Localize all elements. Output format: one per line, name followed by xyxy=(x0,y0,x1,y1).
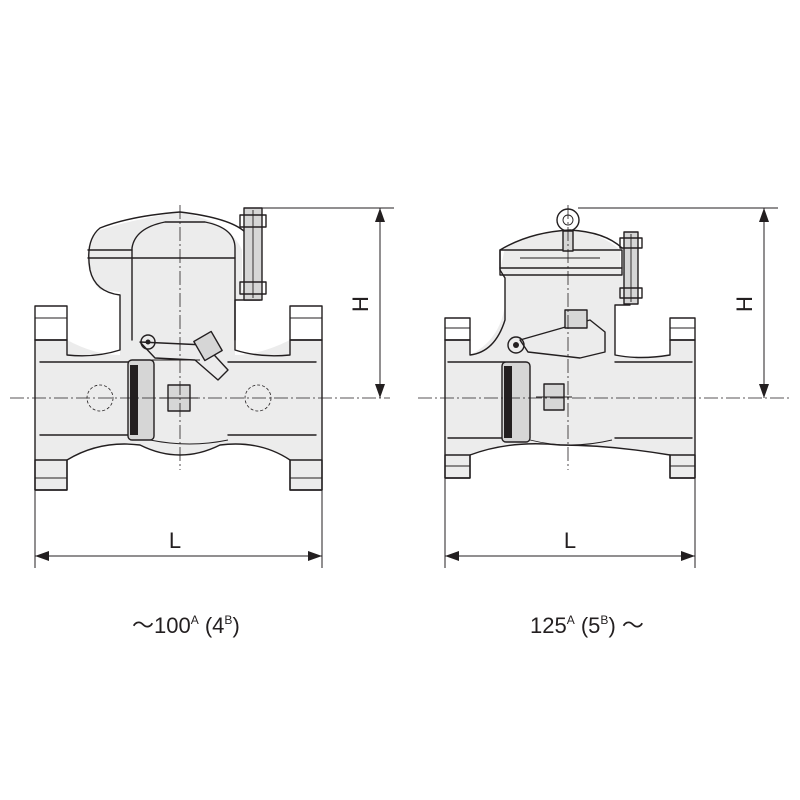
left-valve-inlet-flange-top xyxy=(34,305,68,341)
left-swing-check-valve xyxy=(34,207,323,491)
right-valve-inlet-flange-bottom xyxy=(444,454,471,479)
right-size-caption: 125A (5B) ～ xyxy=(530,613,644,638)
right-valve-body-outline xyxy=(444,304,696,479)
right-valve-bonnet xyxy=(499,249,623,276)
left-valve-bonnet xyxy=(131,221,236,341)
right-height-dimension: H xyxy=(578,207,778,398)
right-length-label: L xyxy=(564,528,576,553)
right-valve-outlet-flange-bottom xyxy=(669,454,696,479)
left-length-label: L xyxy=(169,528,181,553)
left-height-dimension: H xyxy=(262,207,394,398)
right-valve-outlet-flange-top xyxy=(669,317,696,341)
left-size-caption: ～100A (4B) xyxy=(132,613,240,638)
left-length-dimension: L xyxy=(34,490,323,568)
left-valve-body-outline xyxy=(34,299,323,491)
right-valve-inlet-flange-top xyxy=(444,317,471,341)
right-length-dimension: L xyxy=(444,478,696,568)
left-valve-inlet-flange-bottom xyxy=(34,459,68,491)
right-swing-check-valve xyxy=(444,208,696,479)
left-height-label: H xyxy=(348,296,373,312)
left-valve-outlet-flange-bottom xyxy=(289,459,323,491)
right-valve-hinge-arm xyxy=(519,319,606,359)
right-height-label: H xyxy=(732,296,757,312)
left-valve-outlet-flange-top xyxy=(289,305,323,341)
left-valve-hinge-pin xyxy=(140,334,156,350)
